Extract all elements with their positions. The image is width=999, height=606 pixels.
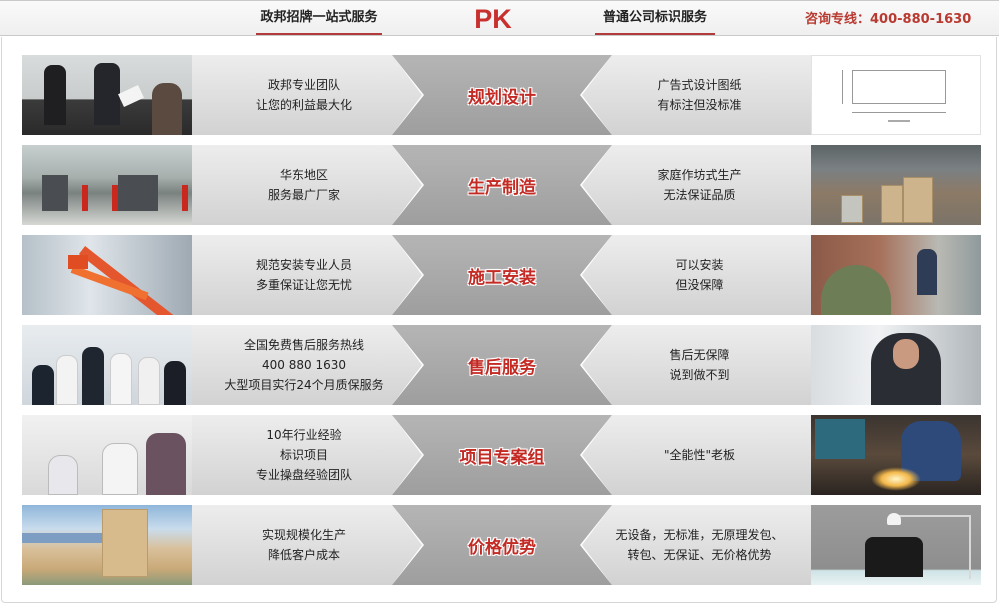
category-label: 项目专案组 <box>459 447 545 468</box>
advantage-band <box>192 145 422 225</box>
advantage-text: 规范安装专业人员 多重保证让您无忧 <box>255 258 352 292</box>
category-label: 规划设计 <box>468 87 536 108</box>
disadvantage-text: 售后无保障 说到做不到 <box>669 348 730 382</box>
disadvantage-band <box>582 145 811 225</box>
comparison-header: 政邦招牌一站式服务 PK 普通公司标识服务 咨询专线：400-880-1630 <box>0 0 999 36</box>
comparison-row-planning: 政邦专业团队 让您的利益最大化 规划设计 广告式设计图纸 有标注但没标准 <box>22 55 981 135</box>
disadvantage-text: 无设备，无标准，无原理发包、 转包、无保证、无价格优势 <box>615 528 784 562</box>
comparison-row-installation: 规范安装专业人员 多重保证让您无忧 施工安装 可以安装 但没保障 <box>22 235 981 315</box>
pk-label: PK <box>474 4 512 34</box>
empty-desk-photo <box>811 505 981 585</box>
welder-photo <box>811 415 981 495</box>
category-band <box>392 55 612 135</box>
advantage-band <box>192 325 422 405</box>
disadvantage-text: 家庭作坊式生产 无法保证品质 <box>657 168 742 202</box>
aerial-lift-photo <box>22 235 192 315</box>
ordinary-company-tab[interactable]: 普通公司标识服务 <box>595 1 715 36</box>
category-band <box>392 505 612 585</box>
advantage-band <box>192 235 422 315</box>
service-hotline-number: 400 880 1630 <box>262 358 346 372</box>
warehouse-photo <box>811 145 981 225</box>
category-label: 施工安装 <box>468 267 536 288</box>
advantage-text: 华东地区 服务最广厂家 <box>267 168 340 202</box>
unsafe-install-photo <box>811 235 981 315</box>
category-band <box>392 325 612 405</box>
meeting-photo <box>22 415 192 495</box>
comparison-row-after-sales: 全国免费售后服务热线 400 880 1630 大型项目实行24个月质保服务 售… <box>22 325 981 405</box>
disadvantage-band <box>582 325 811 405</box>
advantage-band <box>192 505 422 585</box>
comparison-row-manufacturing: 华东地区 服务最广厂家 生产制造 家庭作坊式生产 无法保证品质 <box>22 145 981 225</box>
building-photo <box>22 505 192 585</box>
advantage-text: 政邦专业团队 让您的利益最大化 <box>255 78 352 112</box>
category-band <box>392 415 612 495</box>
factory-photo <box>22 145 192 225</box>
advantage-text: 全国免费售后服务热线 400 880 1630 大型项目实行24个月质保服务 <box>224 338 384 392</box>
service-team-photo <box>22 325 192 405</box>
disadvantage-text: 广告式设计图纸 有标注但没标准 <box>657 78 742 112</box>
comparison-table: 政邦专业团队 让您的利益最大化 规划设计 广告式设计图纸 有标注但没标准 华东地… <box>1 37 997 603</box>
category-label: 生产制造 <box>468 177 536 198</box>
office-team-photo <box>22 55 192 135</box>
disadvantage-band <box>582 235 811 315</box>
zhengbang-service-tab[interactable]: 政邦招牌一站式服务 <box>256 1 382 36</box>
category-label: 售后服务 <box>468 357 536 378</box>
disadvantage-band <box>582 415 811 495</box>
hotline-text: 咨询专线：400-880-1630 <box>805 12 972 27</box>
comparison-row-price: 实现规模化生产 降低客户成本 价格优势 无设备，无标准，无原理发包、 转包、无保… <box>22 505 981 585</box>
stressed-man-photo <box>811 325 981 405</box>
category-band <box>392 235 612 315</box>
disadvantage-text: 可以安装 但没保障 <box>675 258 724 292</box>
category-label: 价格优势 <box>468 537 536 558</box>
advantage-band <box>192 415 422 495</box>
technical-drawing-photo <box>811 55 981 135</box>
advantage-text: 10年行业经验 标识项目 专业操盘经验团队 <box>255 428 352 482</box>
advantage-text: 实现规模化生产 降低客户成本 <box>261 528 346 562</box>
advantage-band <box>192 55 422 135</box>
category-band <box>392 145 612 225</box>
comparison-row-project-team: 10年行业经验 标识项目 专业操盘经验团队 项目专案组 "全能性"老板 <box>22 415 981 495</box>
disadvantage-band <box>582 55 811 135</box>
disadvantage-band <box>582 505 811 585</box>
disadvantage-text: "全能性"老板 <box>663 448 736 462</box>
